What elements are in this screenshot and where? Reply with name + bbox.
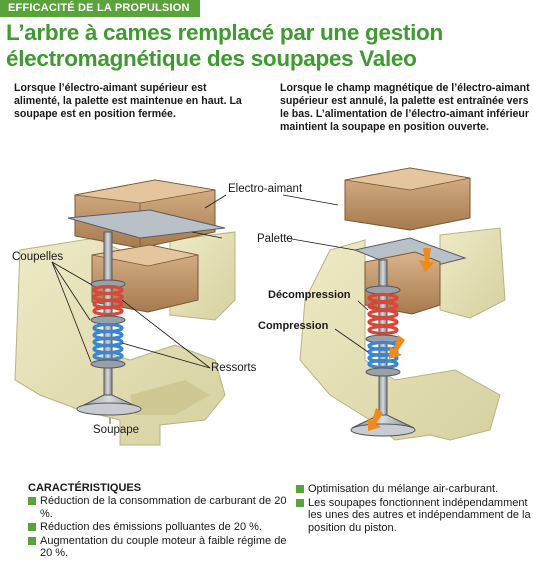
label-ressorts: Ressorts: [211, 362, 257, 374]
palette-left: [67, 209, 226, 239]
caption-left: Lorsque l’électro-aimant supérieur est a…: [14, 82, 242, 120]
specs-title: CARACTÉRISTIQUES: [28, 482, 142, 494]
specs-list-right: Optimisation du mélange air-carburant. L…: [296, 483, 531, 535]
cup-middle-left: [90, 315, 126, 325]
electromagnet-upper-right: [344, 167, 471, 231]
bullet-square-icon: [28, 536, 36, 545]
leader-lines: [51, 194, 369, 424]
spec-item: Réduction de la consommation de carburan…: [28, 495, 288, 520]
arrow-down-icon: [389, 335, 405, 359]
arrow-down-icon: [368, 408, 383, 431]
page-title: L’arbre à cames remplacé par une gestion…: [6, 20, 443, 71]
spring-upper-right: [367, 292, 399, 336]
bullet-square-icon: [28, 523, 36, 531]
specs-list-left: Réduction de la consommation de carburan…: [28, 495, 288, 561]
motion-arrows: [368, 248, 435, 431]
spring-upper-left: [92, 284, 124, 317]
arrow-down-icon: [419, 248, 435, 272]
spec-item: Optimisation du mélange air-carburant.: [296, 483, 531, 496]
spec-item: Les soupapes fonctionnent indépendamment…: [296, 497, 531, 535]
section-tag: EFFICACITÉ DE LA PROPULSION: [0, 0, 200, 17]
bullet-square-icon: [296, 485, 304, 493]
spring-lower-left: [92, 322, 124, 362]
spec-item: Augmentation du couple moteur à faible r…: [28, 535, 288, 560]
bullet-square-icon: [296, 498, 304, 507]
valve-assembly-right: [350, 259, 416, 437]
label-soupape: Soupape: [93, 424, 140, 436]
label-compression: Compression: [258, 320, 329, 332]
cup-lower-left: [90, 359, 126, 369]
spec-item: Réduction des émissions polluantes de 20…: [28, 521, 288, 534]
label-palette: Palette: [257, 233, 293, 245]
spring-lower-right: [367, 340, 399, 370]
label-decompression: Décompression: [268, 289, 351, 301]
label-coupelles: Coupelles: [12, 251, 64, 263]
bullet-square-icon: [28, 497, 36, 505]
valve-assembly-left: [76, 231, 142, 416]
label-electro-aimant: Electro-aimant: [228, 183, 303, 195]
caption-right: Lorsque le champ magnétique de l’électro…: [280, 82, 530, 133]
